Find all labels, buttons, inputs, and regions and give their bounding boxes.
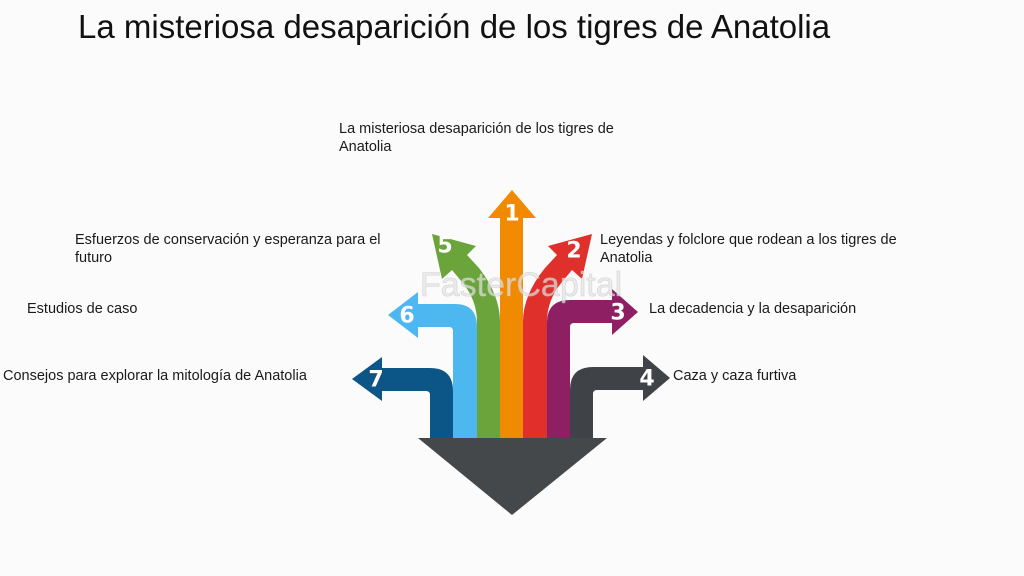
- number-1: 1: [504, 202, 519, 227]
- label-7: Consejos para explorar la mitología de A…: [3, 368, 307, 384]
- arrow-1: [488, 190, 536, 438]
- number-5: 5: [437, 234, 452, 259]
- arrow-4: [570, 355, 670, 438]
- number-3: 3: [610, 301, 625, 326]
- number-6: 6: [399, 304, 414, 329]
- base-arrow: [418, 438, 607, 515]
- number-7: 7: [368, 368, 383, 393]
- number-2: 2: [566, 239, 581, 264]
- arrow-5: [432, 234, 500, 438]
- label-4: Caza y caza furtiva: [673, 368, 797, 384]
- arrow-6: [388, 292, 477, 438]
- label-5: Esfuerzos de conservación y esperanza pa…: [75, 232, 381, 266]
- watermark: FasterCapital: [420, 266, 622, 304]
- label-6: Estudios de caso: [27, 301, 138, 317]
- arrow-2: [523, 234, 592, 438]
- arrow-3: [547, 289, 638, 438]
- label-2: Leyendas y folclore que rodean a los tig…: [600, 232, 897, 266]
- arrow-7: [352, 357, 453, 438]
- label-3: La decadencia y la desaparición: [649, 301, 857, 317]
- number-4: 4: [639, 367, 654, 392]
- label-1: La misteriosa desaparición de los tigres…: [339, 121, 614, 155]
- page-title: La misteriosa desaparición de los tigres…: [78, 8, 831, 45]
